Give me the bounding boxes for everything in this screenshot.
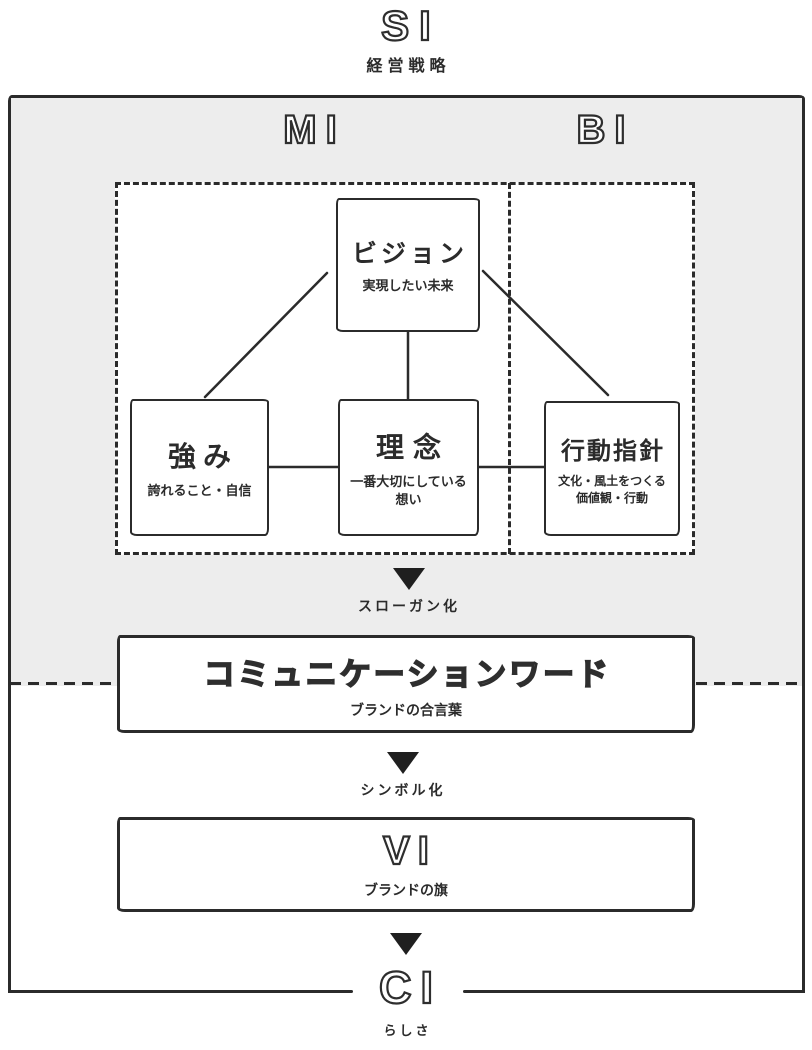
si-subtitle: 経営戦略 xyxy=(366,58,451,75)
vision-box: ビジョン 実現したい未来 xyxy=(336,198,480,332)
down-arrow-icon xyxy=(390,933,422,955)
shade-boundary-dash-right xyxy=(696,682,803,685)
guideline-title: 行動指針 xyxy=(561,437,665,465)
frame-bottom-border-right xyxy=(463,990,805,993)
guideline-box: 行動指針 文化・風土をつくる価値観・行動 xyxy=(544,401,680,536)
vi-subtitle: ブランドの旗 xyxy=(364,882,448,898)
vi-title: VI xyxy=(382,828,437,874)
down-arrow-icon xyxy=(393,568,425,590)
vision-title: ビジョン xyxy=(351,240,468,269)
communication-word-subtitle: ブランドの合言葉 xyxy=(350,701,462,718)
communication-word-box: コミュニケーションワード ブランドの合言葉 xyxy=(117,635,695,733)
shade-boundary-dash-left xyxy=(10,682,116,685)
philosophy-subtitle: 一番大切にしている想い xyxy=(350,473,467,507)
si-title: SI xyxy=(380,1,441,50)
communication-word-title: コミュニケーションワード xyxy=(203,656,612,693)
frame-bottom-border-left xyxy=(8,990,353,993)
strength-title: 強み xyxy=(167,440,238,472)
sloganize-label: スローガン化 xyxy=(358,598,460,614)
symbolize-label: シンボル化 xyxy=(360,782,446,798)
strength-subtitle: 誇れること・自信 xyxy=(147,482,252,498)
strength-box: 強み 誇れること・自信 xyxy=(130,399,269,536)
vision-subtitle: 実現したい未来 xyxy=(362,278,454,294)
philosophy-box: 理念 一番大切にしている想い xyxy=(338,399,479,536)
vi-box: VI ブランドの旗 xyxy=(117,817,695,912)
ci-subtitle: らしさ xyxy=(383,1023,432,1038)
ci-title: CI xyxy=(378,961,442,1014)
mi-bi-divider xyxy=(508,183,511,554)
mi-zone-label: MI xyxy=(282,107,346,153)
guideline-subtitle: 文化・風土をつくる価値観・行動 xyxy=(558,473,666,505)
philosophy-title: 理念 xyxy=(375,431,450,463)
bi-zone-label: BI xyxy=(575,107,635,153)
down-arrow-icon xyxy=(387,752,419,774)
